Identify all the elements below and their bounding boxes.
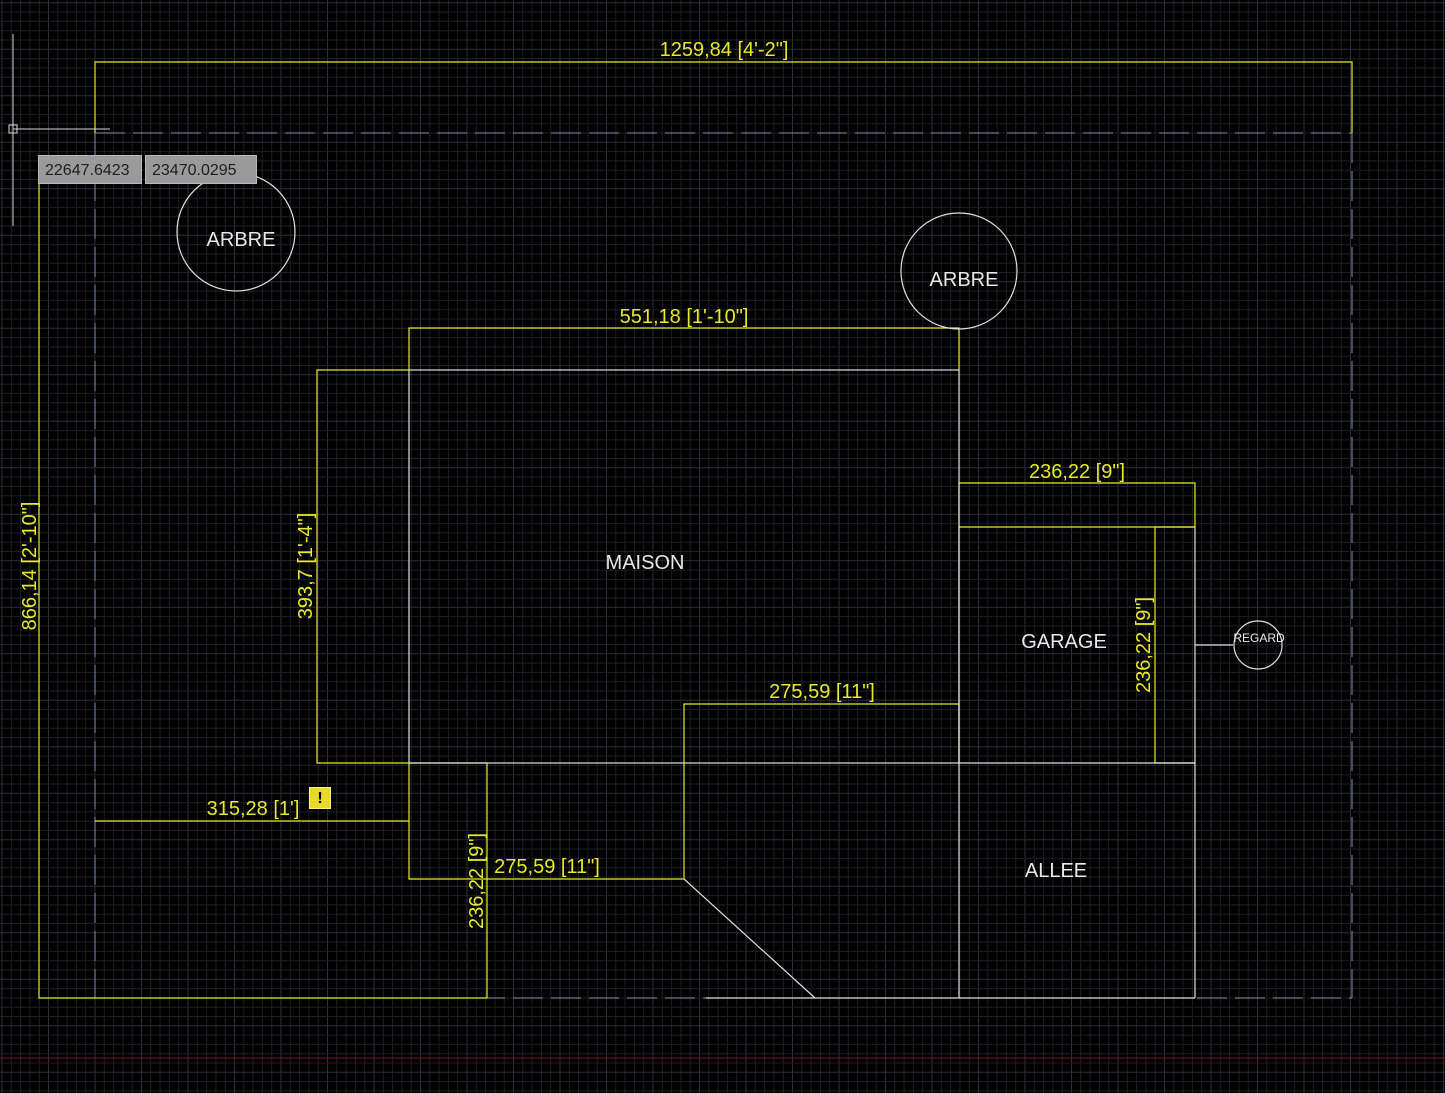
- garage-top-text[interactable]: 236,22 [9"]: [1029, 461, 1125, 483]
- crosshair-cursor: [8, 34, 110, 226]
- left-block-text[interactable]: 315,28 [1']: [207, 798, 300, 820]
- lower-height-text[interactable]: 236,22 [9"]: [466, 833, 488, 929]
- lower-width-text[interactable]: 275,59 [11"]: [494, 856, 600, 878]
- allee-top-dimension[interactable]: [683, 703, 960, 879]
- tree-1-label[interactable]: ARBRE: [207, 229, 276, 251]
- cursor-y-readout: 23470.0295: [145, 155, 257, 184]
- maison-width-text[interactable]: 551,18 [1'-10"]: [620, 306, 749, 328]
- overall-height-text[interactable]: 866,14 [2'-10"]: [19, 502, 41, 631]
- cursor-x-readout: 22647.6423: [38, 155, 142, 184]
- allee-diagonal[interactable]: [683, 878, 816, 999]
- regard-circle[interactable]: [1233, 620, 1283, 670]
- area-labels: ARBRE ARBRE MAISON GARAGE ALLEE REGARD: [207, 229, 1285, 882]
- maison-height-dimension[interactable]: [316, 369, 409, 764]
- building-geometry[interactable]: [176, 172, 1283, 999]
- dimension-lines[interactable]: [38, 61, 1353, 999]
- allee-top-text[interactable]: 275,59 [11"]: [769, 681, 875, 703]
- lower-width-dimension[interactable]: [408, 763, 684, 880]
- tree-2-circle[interactable]: [900, 212, 1018, 330]
- manhole-label[interactable]: REGARD: [1233, 631, 1285, 645]
- dimension-labels: 1259,84 [4'-2"] 551,18 [1'-10"] 236,22 […: [19, 39, 1155, 929]
- overall-width-text[interactable]: 1259,84 [4'-2"]: [660, 39, 789, 61]
- overall-width-dimension[interactable]: [94, 61, 1353, 133]
- maison-height-text[interactable]: 393,7 [1'-4"]: [295, 513, 317, 620]
- maison-width-dimension[interactable]: [408, 327, 960, 370]
- driveway-label[interactable]: ALLEE: [1025, 860, 1087, 882]
- garage-label[interactable]: GARAGE: [1021, 631, 1107, 653]
- garage-side-text[interactable]: 236,22 [9"]: [1133, 597, 1155, 693]
- warning-icon[interactable]: !: [309, 787, 331, 809]
- crosshair-pickbox: [8, 124, 18, 134]
- house-label[interactable]: MAISON: [606, 552, 685, 574]
- tree-2-label[interactable]: ARBRE: [930, 269, 999, 291]
